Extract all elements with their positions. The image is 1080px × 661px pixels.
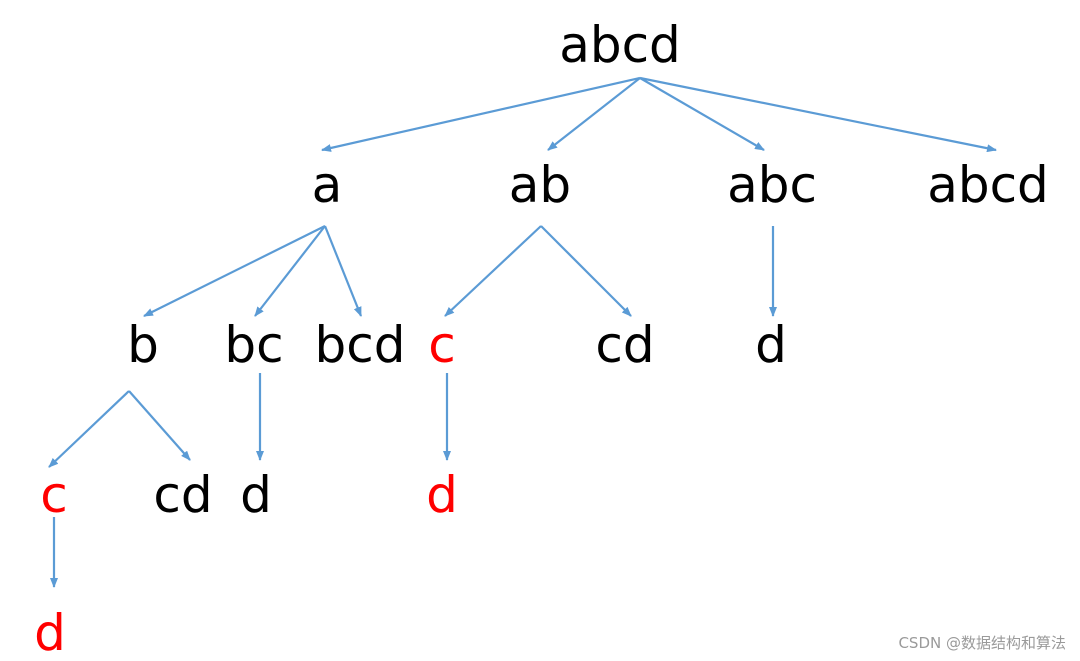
edges-layer xyxy=(48,76,997,588)
watermark-text: CSDN @数据结构和算法 xyxy=(898,634,1066,652)
edge-arrow-root-to-abc xyxy=(639,77,765,151)
node-a-b-c: c xyxy=(40,466,68,524)
edge-arrow-a-to-a_bcd xyxy=(323,225,363,317)
edge-arrow-ab-to-ab_c xyxy=(444,225,542,317)
node-a-bc-d: d xyxy=(240,466,272,524)
edge-arrow-root-to-a xyxy=(321,76,641,152)
node-ab: ab xyxy=(509,156,571,214)
node-a-b-c-d: d xyxy=(34,604,66,661)
edge-arrow-ab-to-ab_cd xyxy=(540,225,632,317)
edge-arrow-a_b-to-a_b_cd xyxy=(128,390,191,461)
node-abc: abc xyxy=(727,156,817,214)
edge-arrow-a_b-to-a_b_c xyxy=(48,390,130,468)
node-a-bc: bc xyxy=(224,316,283,374)
node-a-b-cd: cd xyxy=(153,466,212,524)
node-ab-c: c xyxy=(428,316,456,374)
node-a: a xyxy=(312,156,343,214)
node-root: abcd xyxy=(559,16,681,74)
node-a-bcd: bcd xyxy=(315,316,406,374)
node-a-b: b xyxy=(127,316,159,374)
edge-arrow-root-to-ab xyxy=(547,77,641,151)
node-ab-cd: cd xyxy=(595,316,654,374)
edge-arrow-root-to-abcd2 xyxy=(639,76,997,153)
node-ab-c-d: d xyxy=(426,466,458,524)
node-abc-d: d xyxy=(755,316,787,374)
edge-arrow-a-to-a_b xyxy=(143,225,326,317)
edge-arrow-a-to-a_bc xyxy=(254,225,326,317)
node-abcd2: abcd xyxy=(927,156,1049,214)
